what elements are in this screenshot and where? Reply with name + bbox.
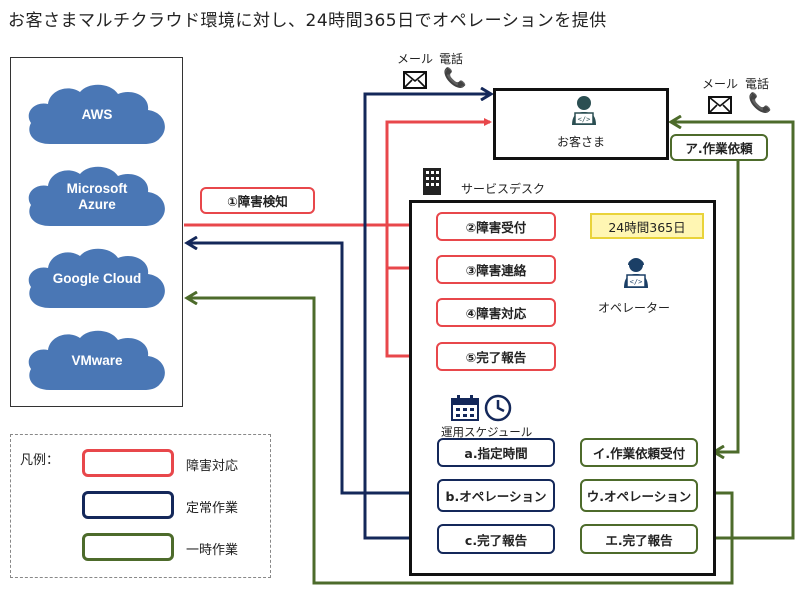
customer-box: </> お客さま bbox=[493, 88, 669, 160]
incident-step-receive: ②障害受付 bbox=[436, 212, 556, 241]
cloud-label: Microsoft Azure bbox=[66, 181, 128, 212]
legend-label: 一時作業 bbox=[186, 543, 239, 558]
legend: 凡例： 障害対応 定常作業 一時作業 bbox=[10, 434, 271, 578]
cloud-azure: Microsoft Azure bbox=[22, 164, 172, 230]
cloud-icon bbox=[28, 84, 165, 144]
green-request-line bbox=[715, 160, 740, 452]
temp-step-receive: イ.作業依頼受付 bbox=[580, 438, 698, 467]
service-desk-label: サービスデスク bbox=[461, 182, 546, 196]
incident-step-notify: ③障害連絡 bbox=[436, 255, 556, 284]
building-icon bbox=[423, 168, 441, 195]
contact-phone-label: 電話 bbox=[745, 77, 770, 91]
navy-customer-line bbox=[363, 94, 490, 540]
cloud-icon bbox=[28, 166, 165, 226]
incident-step-handle: ④障害対応 bbox=[436, 298, 556, 327]
availability-badge: 24時間365日 bbox=[590, 213, 704, 239]
legend-swatch-red bbox=[82, 449, 174, 477]
cloud-panel: AWS Microsoft Azure Google Cloud VMware bbox=[10, 57, 183, 407]
cloud-label: Google Cloud bbox=[52, 271, 142, 286]
schedule-label: 運用スケジュール bbox=[441, 425, 533, 439]
temp-step-operation: ウ.オペレーション bbox=[580, 479, 698, 512]
temp-request-box: ア.作業依頼 bbox=[670, 134, 768, 161]
phone-icon: 📞 bbox=[443, 67, 467, 89]
cloud-vmware: VMware bbox=[22, 328, 172, 394]
cloud-icon bbox=[28, 330, 165, 390]
operator-label: オペレーター bbox=[598, 301, 671, 315]
cloud-label: VMware bbox=[71, 353, 123, 368]
cloud-google: Google Cloud bbox=[22, 246, 172, 312]
customer-icon: </> bbox=[572, 96, 596, 125]
green-report-line bbox=[672, 122, 795, 540]
cloud-icon bbox=[28, 248, 165, 308]
routine-step-report: c.完了報告 bbox=[437, 524, 555, 554]
incident-detection-box: ①障害検知 bbox=[200, 187, 315, 214]
phone-icon: 📞 bbox=[748, 92, 772, 114]
operator-icon: </> bbox=[624, 258, 648, 288]
diagram-title: お客さまマルチクラウド環境に対し、24時間365日でオペレーションを提供 bbox=[8, 11, 607, 31]
routine-step-time: a.指定時間 bbox=[437, 438, 555, 467]
cloud-label: AWS bbox=[81, 107, 113, 122]
mail-icon bbox=[708, 96, 732, 114]
svg-text:</>: </> bbox=[578, 116, 591, 124]
navy-cloud-line bbox=[188, 243, 437, 495]
legend-label: 障害対応 bbox=[186, 459, 239, 474]
contact-mail-label: メール bbox=[702, 77, 739, 91]
legend-swatch-navy bbox=[82, 491, 174, 519]
legend-title: 凡例： bbox=[20, 453, 60, 468]
temp-step-report: エ.完了報告 bbox=[580, 524, 698, 554]
legend-swatch-green bbox=[82, 533, 174, 561]
contact-mail-label: メール bbox=[397, 52, 434, 66]
routine-step-operation: b.オペレーション bbox=[437, 479, 555, 512]
cloud-aws: AWS bbox=[22, 82, 172, 148]
green-cloud-line bbox=[188, 298, 734, 585]
mail-icon bbox=[403, 71, 427, 89]
contact-phone-label: 電話 bbox=[439, 52, 464, 66]
svg-text:</>: </> bbox=[630, 278, 643, 286]
legend-label: 定常作業 bbox=[186, 501, 239, 516]
clock-icon bbox=[484, 394, 512, 422]
calendar-icon bbox=[451, 395, 479, 421]
customer-label: お客さま bbox=[556, 135, 605, 149]
incident-step-report: ⑤完了報告 bbox=[436, 342, 556, 371]
